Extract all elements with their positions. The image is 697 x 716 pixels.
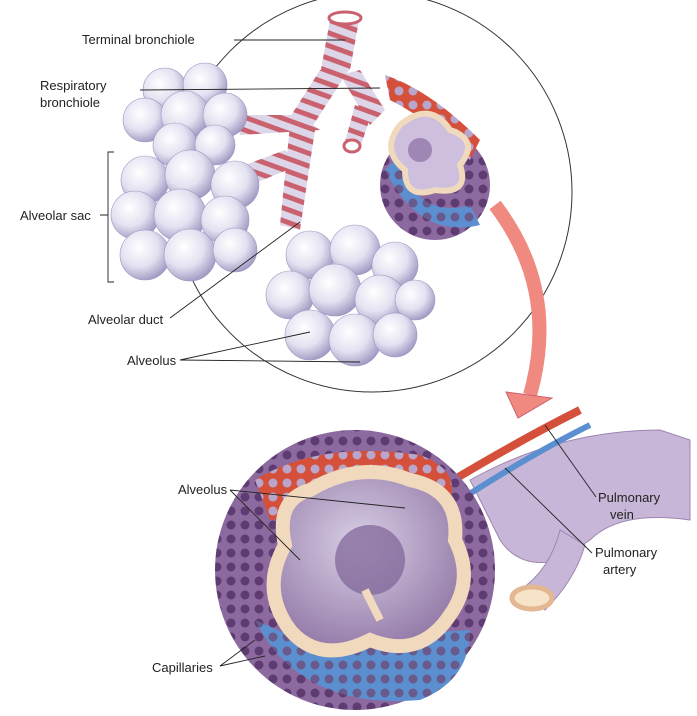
alveolar-sac-left	[110, 149, 260, 282]
label-pulmonary-artery-line2: artery	[603, 562, 637, 577]
label-pulmonary-artery-line1: Pulmonary	[595, 545, 658, 560]
leader-lines	[100, 39, 597, 667]
alveolus-enlarged	[215, 406, 691, 710]
zoom-arrow	[489, 200, 554, 419]
label-alveolar-duct: Alveolar duct	[88, 312, 164, 327]
label-alveolus-top: Alveolus	[127, 353, 177, 368]
label-pulmonary-vein-line1: Pulmonary	[598, 490, 661, 505]
label-terminal-bronchiole: Terminal bronchiole	[82, 32, 195, 47]
alveolar-sac-center	[265, 224, 436, 367]
label-capillaries: Capillaries	[152, 660, 213, 675]
label-alveolar-sac: Alveolar sac	[20, 208, 91, 223]
label-respiratory-bronchiole-line1: Respiratory	[40, 78, 107, 93]
label-pulmonary-vein-line2: vein	[610, 507, 634, 522]
label-respiratory-bronchiole-line2: bronchiole	[40, 95, 100, 110]
alveolar-cluster-cutaway-small	[380, 75, 490, 240]
bronchiole-tree	[235, 10, 385, 230]
label-alveolus-bottom: Alveolus	[178, 482, 228, 497]
